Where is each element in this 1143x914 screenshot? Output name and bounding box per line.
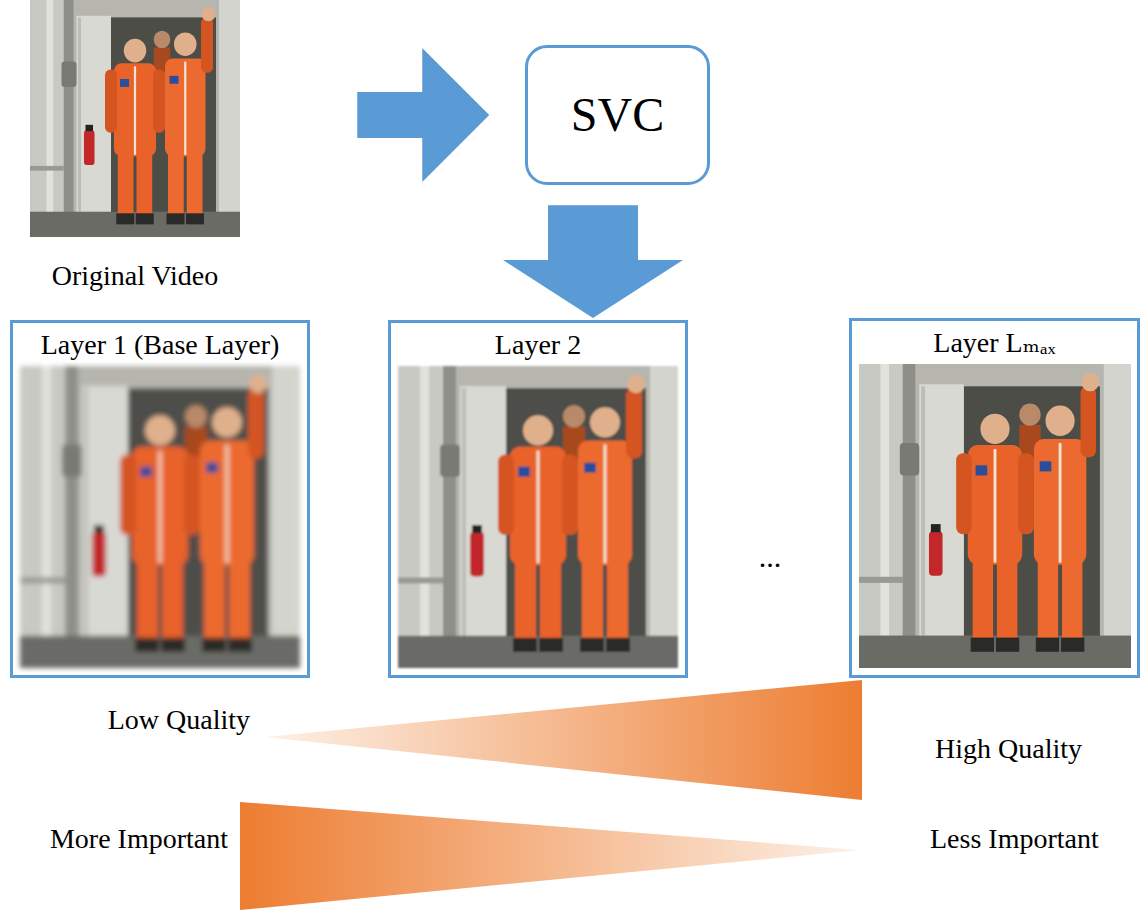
importance-wedge <box>240 802 860 910</box>
layer-frame <box>398 366 678 668</box>
scale-label: Low Quality <box>108 704 250 736</box>
video-caption-node: Original Video <box>20 0 250 292</box>
ellipsis-mark: ... <box>759 540 782 575</box>
caption-text: Original Video <box>52 260 219 292</box>
scale-label: High Quality <box>935 733 1082 765</box>
original-video-frame <box>30 0 240 237</box>
layer-frame <box>859 364 1131 668</box>
layer-title: Layer 1 (Base Layer) <box>41 329 280 361</box>
layer-frame <box>20 366 300 668</box>
layer-box: Layer Lₘₐₓ <box>849 318 1140 678</box>
layer-box: Layer 2 <box>388 320 688 678</box>
scale-label: More Important <box>50 823 228 855</box>
quality-wedge <box>265 680 862 800</box>
layer-title: Layer Lₘₐₓ <box>933 327 1055 359</box>
layer-box: Layer 1 (Base Layer) <box>10 320 310 678</box>
box-label: SVC <box>571 87 664 142</box>
scale-label: Less Important <box>930 823 1099 855</box>
layer-title: Layer 2 <box>495 329 581 361</box>
block-arrow <box>503 205 683 318</box>
block-arrow <box>357 48 489 182</box>
process-box: SVC <box>525 45 710 185</box>
